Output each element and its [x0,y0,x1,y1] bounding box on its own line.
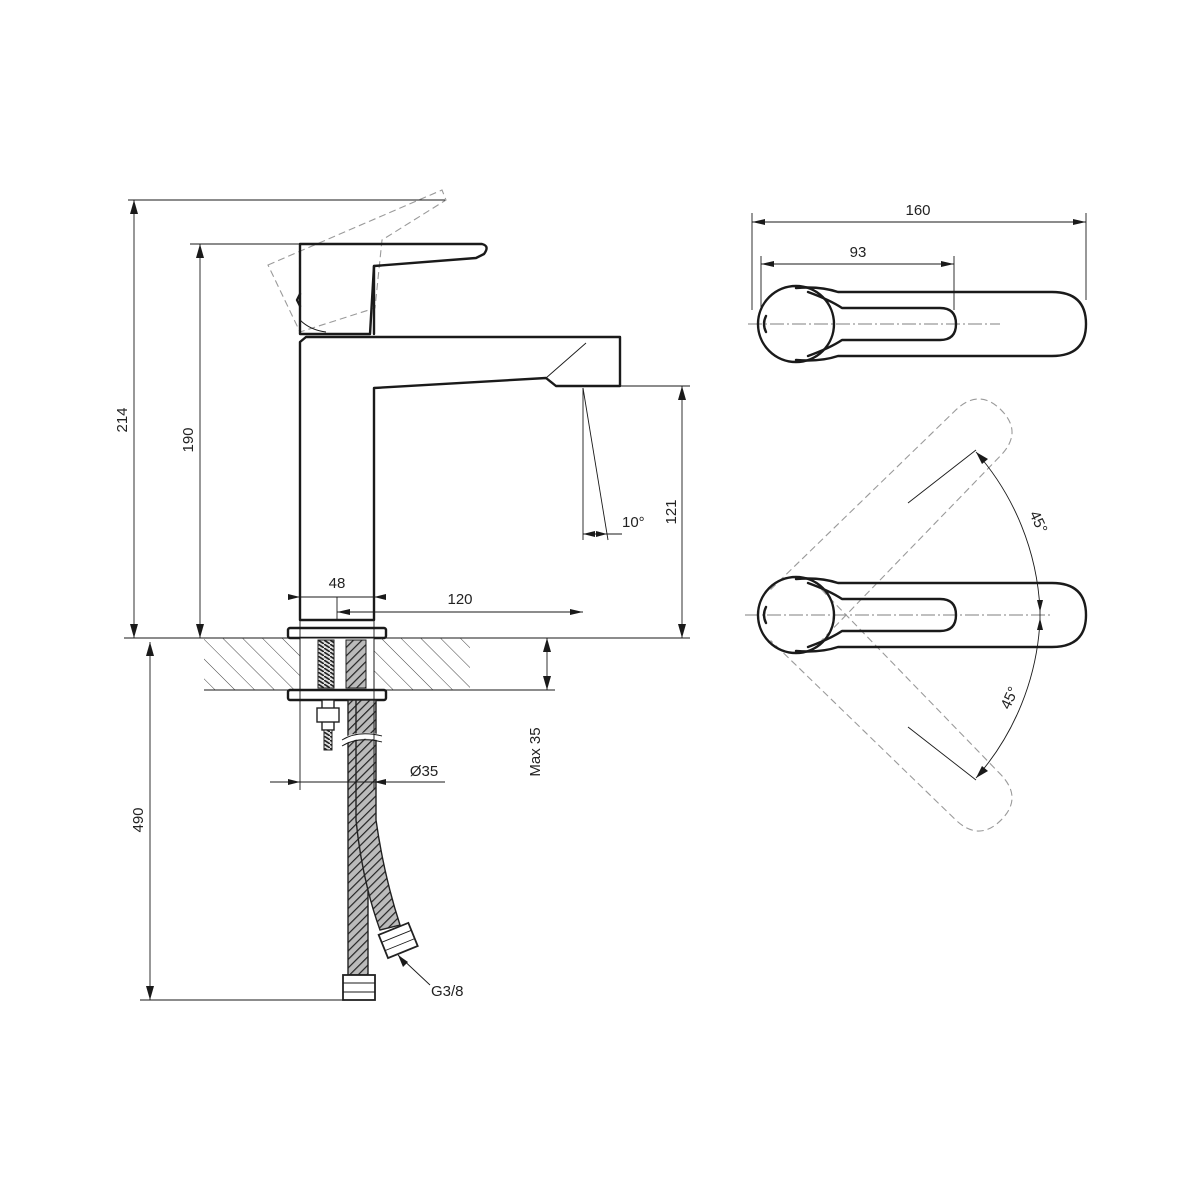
dim-rotation-down: 45° [997,684,1022,712]
countertop-section [204,637,470,702]
lever-handle [298,242,488,336]
top-view-rotation: 45° 45° [745,398,1088,832]
lever-top-outline [794,286,1088,362]
dim-spout-angle: 10° [622,514,645,531]
dim-hole-diameter: Ø35 [410,763,438,780]
faucet-body [298,335,622,622]
dim-connection-thread: G3/8 [431,983,464,1000]
dim-handle-radius: 93 [850,244,867,261]
dim-outlet-height: 121 [663,499,680,524]
dim-handle-length: 160 [905,202,930,219]
lever-raised-ghost [267,189,447,333]
dim-total-height: 214 [114,407,131,432]
side-view-dimensions: 214 190 121 10° 48 120 490 [114,199,690,1001]
supply-hoses [316,699,419,1001]
dim-spout-height: 190 [180,427,197,452]
dim-spout-reach: 120 [447,591,472,608]
base-flange [286,626,388,640]
side-view-faucet [267,189,622,640]
dim-rotation-up: 45° [1026,508,1051,536]
top-view-lever: 160 93 [748,202,1088,364]
dim-deck-thickness: Max 35 [527,727,544,776]
dim-hose-length: 490 [130,807,147,832]
dim-body-width: 48 [329,575,346,592]
lever-rotation-outline [794,577,1088,653]
